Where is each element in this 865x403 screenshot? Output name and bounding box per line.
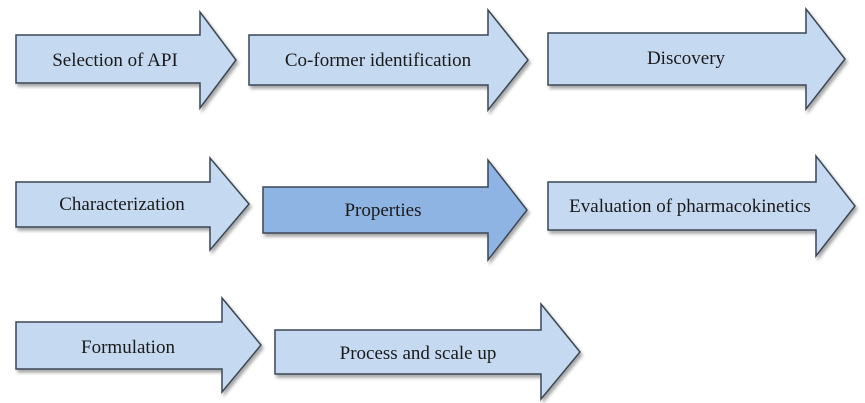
step-label: Properties <box>344 200 421 221</box>
arrow-shape <box>547 153 856 259</box>
step-label: Characterization <box>59 194 185 215</box>
step-label: Formulation <box>81 337 175 358</box>
arrow-shape <box>15 295 262 395</box>
arrow-shape <box>15 155 250 253</box>
step-label: Selection of API <box>52 50 178 71</box>
step-arrow-characterization: Characterization <box>15 155 250 253</box>
step-arrow-selection-of-api: Selection of API <box>15 9 237 111</box>
arrow-shape <box>262 157 528 263</box>
step-arrow-formulation: Formulation <box>15 295 262 395</box>
step-arrow-co-former-identification: Co-former identification <box>248 7 529 113</box>
step-label: Co-former identification <box>285 50 472 71</box>
arrow-shape <box>248 7 529 113</box>
step-label: Evaluation of pharmacokinetics <box>569 196 811 217</box>
arrow-shape <box>274 301 581 402</box>
arrow-shape <box>15 9 237 111</box>
step-arrow-process-and-scale-up: Process and scale up <box>274 301 581 402</box>
step-arrow-evaluation-of-pharmacokinetics: Evaluation of pharmacokinetics <box>547 153 856 259</box>
step-arrow-properties: Properties <box>262 157 528 263</box>
arrow-shape <box>547 6 846 112</box>
step-label: Discovery <box>647 48 726 69</box>
step-arrow-discovery: Discovery <box>547 6 846 112</box>
step-label: Process and scale up <box>340 343 497 364</box>
